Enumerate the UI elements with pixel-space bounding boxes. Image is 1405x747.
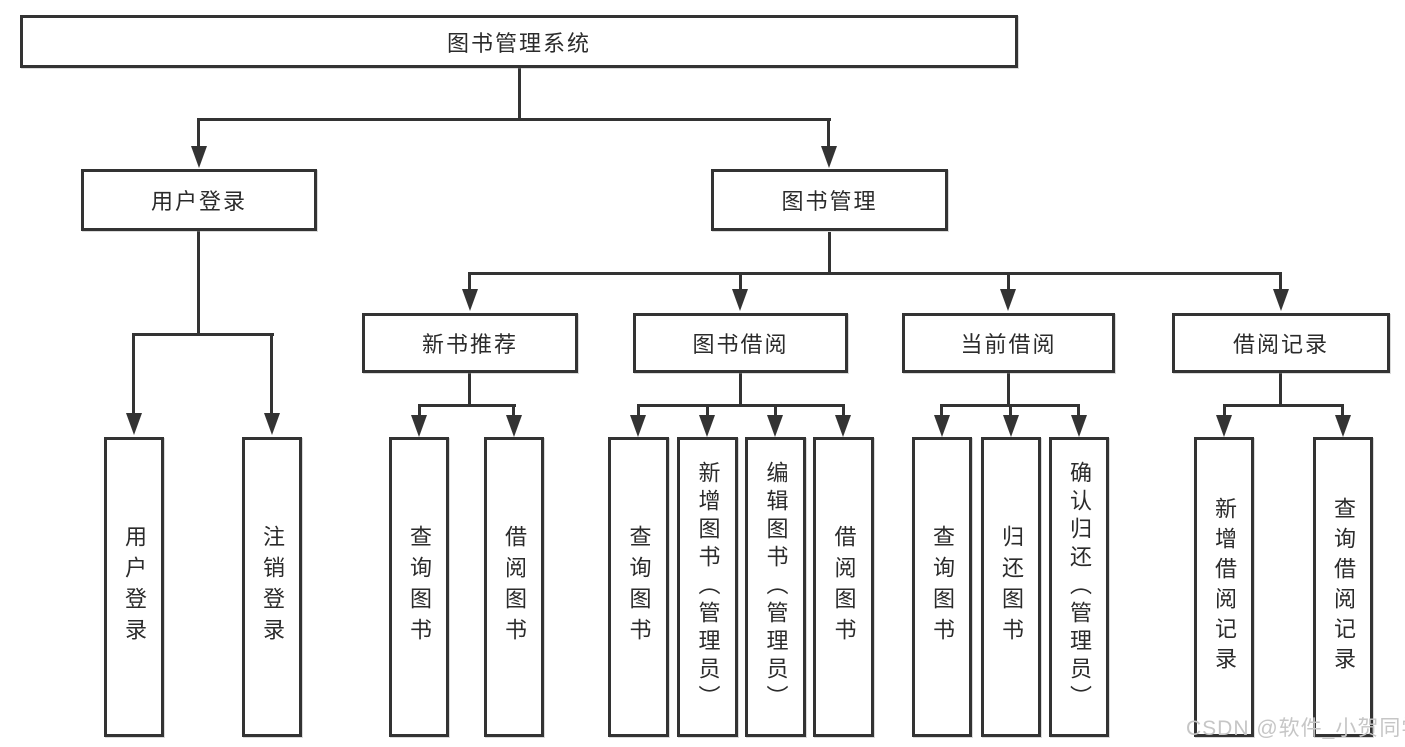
leaf-add-book-admin: 新增图书（管理员） <box>677 437 738 737</box>
leaf-edit-book-admin: 编辑图书（管理员） <box>745 437 806 737</box>
connector-new-book-recommend-stem <box>468 373 471 407</box>
connector-root-hline <box>197 118 831 121</box>
connector-to-leaf <box>1077 404 1080 417</box>
connector-book-management-hline <box>468 272 1282 275</box>
arrowhead-down-icon <box>767 415 783 437</box>
leaf-confirm-return-admin: 确认归还（管理员） <box>1049 437 1109 737</box>
node-current-borrowing: 当前借阅 <box>902 313 1115 373</box>
leaf-query-books-current: 查询图书 <box>912 437 972 737</box>
node-book-management: 图书管理 <box>711 169 948 231</box>
leaf-borrow-books-borrowing: 借阅图书 <box>813 437 874 737</box>
arrowhead-down-icon <box>699 415 715 437</box>
connector-to-leaf <box>1223 404 1226 417</box>
connector-user-login-stem <box>197 231 200 336</box>
arrowhead-down-icon <box>1273 289 1289 311</box>
arrowhead-down-icon <box>1335 415 1351 437</box>
leaf-borrow-books-recommend: 借阅图书 <box>484 437 544 737</box>
connector-to-book-borrowing <box>739 272 742 292</box>
arrowhead-down-icon <box>126 413 142 435</box>
connector-to-leaf <box>842 404 845 417</box>
leaf-user-login: 用户登录 <box>104 437 164 737</box>
connector-to-borrowing-records <box>1279 272 1282 292</box>
connector-to-leaf <box>512 404 515 417</box>
connector-to-current-borrowing <box>1007 272 1010 292</box>
connector-to-leaf-user-login <box>132 333 135 415</box>
connector-to-leaf <box>418 404 421 417</box>
leaf-return-book: 归还图书 <box>981 437 1041 737</box>
node-user-login: 用户登录 <box>81 169 317 231</box>
arrowhead-down-icon <box>411 415 427 437</box>
connector-to-leaf <box>637 404 640 417</box>
arrowhead-down-icon <box>191 146 207 168</box>
connector-borrowing-records-hline <box>1223 404 1344 407</box>
node-library-management-system: 图书管理系统 <box>20 15 1018 68</box>
node-book-borrowing: 图书借阅 <box>633 313 848 373</box>
leaf-query-borrow-record: 查询借阅记录 <box>1313 437 1373 737</box>
connector-to-book-management <box>827 118 830 148</box>
node-borrowing-records: 借阅记录 <box>1172 313 1390 373</box>
connector-root-stem <box>518 68 521 121</box>
node-new-book-recommend: 新书推荐 <box>362 313 578 373</box>
arrowhead-down-icon <box>1003 415 1019 437</box>
connector-to-leaf <box>706 404 709 417</box>
arrowhead-down-icon <box>732 289 748 311</box>
arrowhead-down-icon <box>1071 415 1087 437</box>
connector-book-management-stem <box>828 232 831 275</box>
connector-book-borrowing-hline <box>637 404 845 407</box>
arrowhead-down-icon <box>821 146 837 168</box>
connector-to-new-book-recommend <box>468 272 471 292</box>
connector-to-leaf <box>1009 404 1012 417</box>
connector-current-borrowing-stem <box>1007 373 1010 407</box>
connector-to-user-login <box>197 118 200 148</box>
leaf-query-books-borrowing: 查询图书 <box>608 437 669 737</box>
arrowhead-down-icon <box>506 415 522 437</box>
connector-new-book-recommend-hline <box>418 404 516 407</box>
arrowhead-down-icon <box>934 415 950 437</box>
connector-to-leaf-logout <box>270 333 273 415</box>
connector-to-leaf <box>774 404 777 417</box>
leaf-query-books-recommend: 查询图书 <box>389 437 449 737</box>
leaf-add-borrow-record: 新增借阅记录 <box>1194 437 1254 737</box>
arrowhead-down-icon <box>1000 289 1016 311</box>
arrowhead-down-icon <box>462 289 478 311</box>
connector-borrowing-records-stem <box>1279 373 1282 407</box>
arrowhead-down-icon <box>264 413 280 435</box>
leaf-logout: 注销登录 <box>242 437 302 737</box>
connector-to-leaf <box>1341 404 1344 417</box>
arrowhead-down-icon <box>835 415 851 437</box>
connector-book-borrowing-stem <box>739 373 742 407</box>
connector-to-leaf <box>940 404 943 417</box>
watermark: CSDN @软件_小贺同学 <box>1186 717 1405 740</box>
arrowhead-down-icon <box>1216 415 1232 437</box>
connector-user-login-hline <box>132 333 274 336</box>
arrowhead-down-icon <box>630 415 646 437</box>
